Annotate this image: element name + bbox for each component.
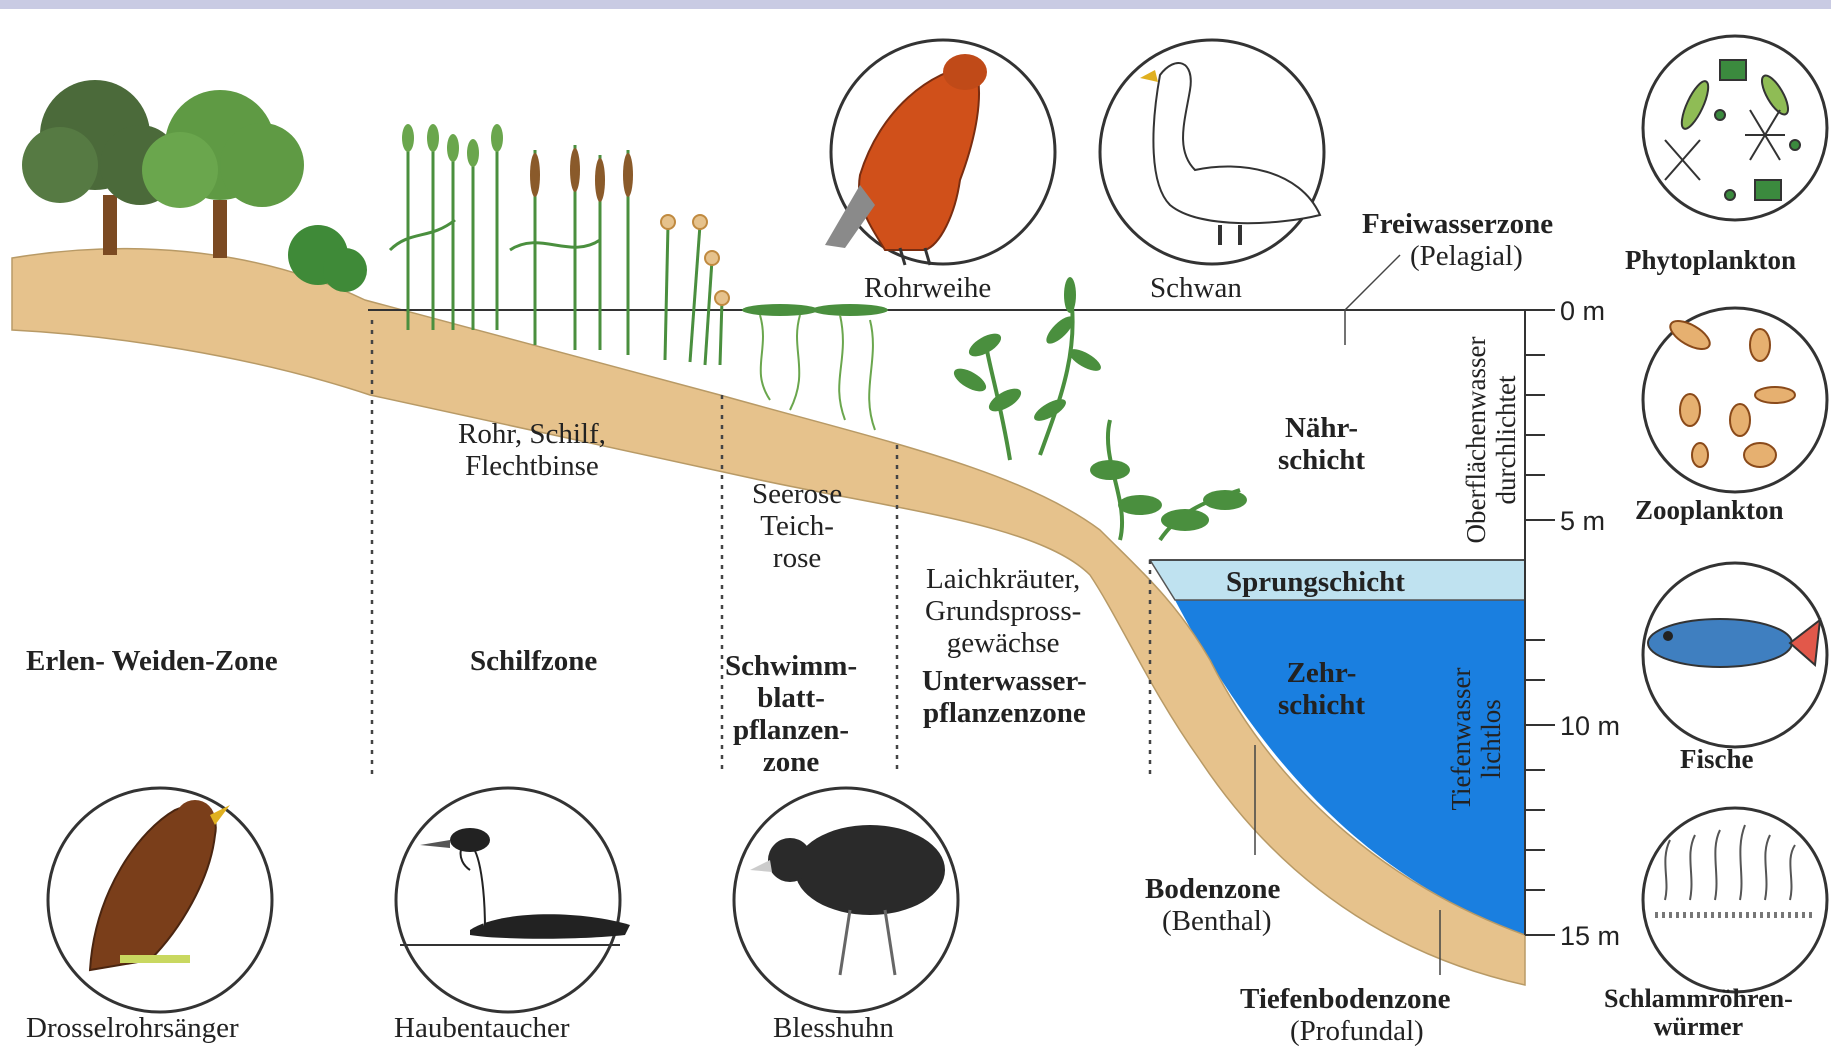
bodenzone-subtitle: (Benthal) <box>1162 905 1272 937</box>
depth-10m: 10 m <box>1560 711 1620 742</box>
plants-seerose-label: Seerose Teich- rose <box>752 478 842 574</box>
reed-heads <box>530 148 633 202</box>
phytoplankton-label: Phytoplankton <box>1625 244 1796 276</box>
schlammroehrenwuermer-label: Schlammröhren- würmer <box>1604 985 1793 1041</box>
zone-schwimmblatt: Schwimm- blatt- pflanzen- zone <box>725 650 857 778</box>
depth-scale <box>1525 310 1555 935</box>
bodenzone-title: Bodenzone <box>1145 873 1280 905</box>
blesshuhn-label: Blesshuhn <box>773 1012 894 1044</box>
zooplankton-label: Zooplankton <box>1635 494 1784 526</box>
plants-schilf-label: Rohr, Schilf, Flechtbinse <box>458 418 606 482</box>
tiefenwasser-label: Tiefenwasser lichtlos <box>1446 619 1510 859</box>
rohrweihe-label: Rohrweihe <box>864 272 991 304</box>
oberflaechenwasser-label: Oberflächenwasser durchlichtet <box>1461 305 1525 575</box>
tiefenbodenzone-subtitle: (Profundal) <box>1290 1015 1424 1047</box>
reed-flowers <box>402 124 503 167</box>
depth-5m: 5 m <box>1560 506 1605 537</box>
schwan-label: Schwan <box>1150 272 1242 304</box>
zone-unterwasser: Unterwasser- pflanzenzone <box>922 665 1087 729</box>
sprungschicht-label: Sprungschicht <box>1226 566 1405 598</box>
depth-15m: 15 m <box>1560 921 1620 952</box>
zone-erlen-weiden: Erlen- Weiden-Zone <box>26 645 278 677</box>
naehrschicht-label: Nähr- schicht <box>1278 412 1365 476</box>
fische-label: Fische <box>1680 743 1754 775</box>
plants-laichkraeuter-label: Laichkräuter, Grundspross- gewächse <box>925 563 1081 659</box>
freiwasser-title: Freiwasserzone <box>1362 208 1553 240</box>
tiefenbodenzone-title: Tiefenbodenzone <box>1240 983 1451 1015</box>
drosselrohrsaenger-label: Drosselrohrsänger <box>26 1012 239 1044</box>
haubentaucher-label: Haubentaucher <box>394 1012 570 1044</box>
zehrschicht-label: Zehr- schicht <box>1278 657 1365 721</box>
depth-0m: 0 m <box>1560 296 1605 327</box>
freiwasser-subtitle: (Pelagial) <box>1410 240 1523 272</box>
zone-schilf: Schilfzone <box>470 645 597 677</box>
